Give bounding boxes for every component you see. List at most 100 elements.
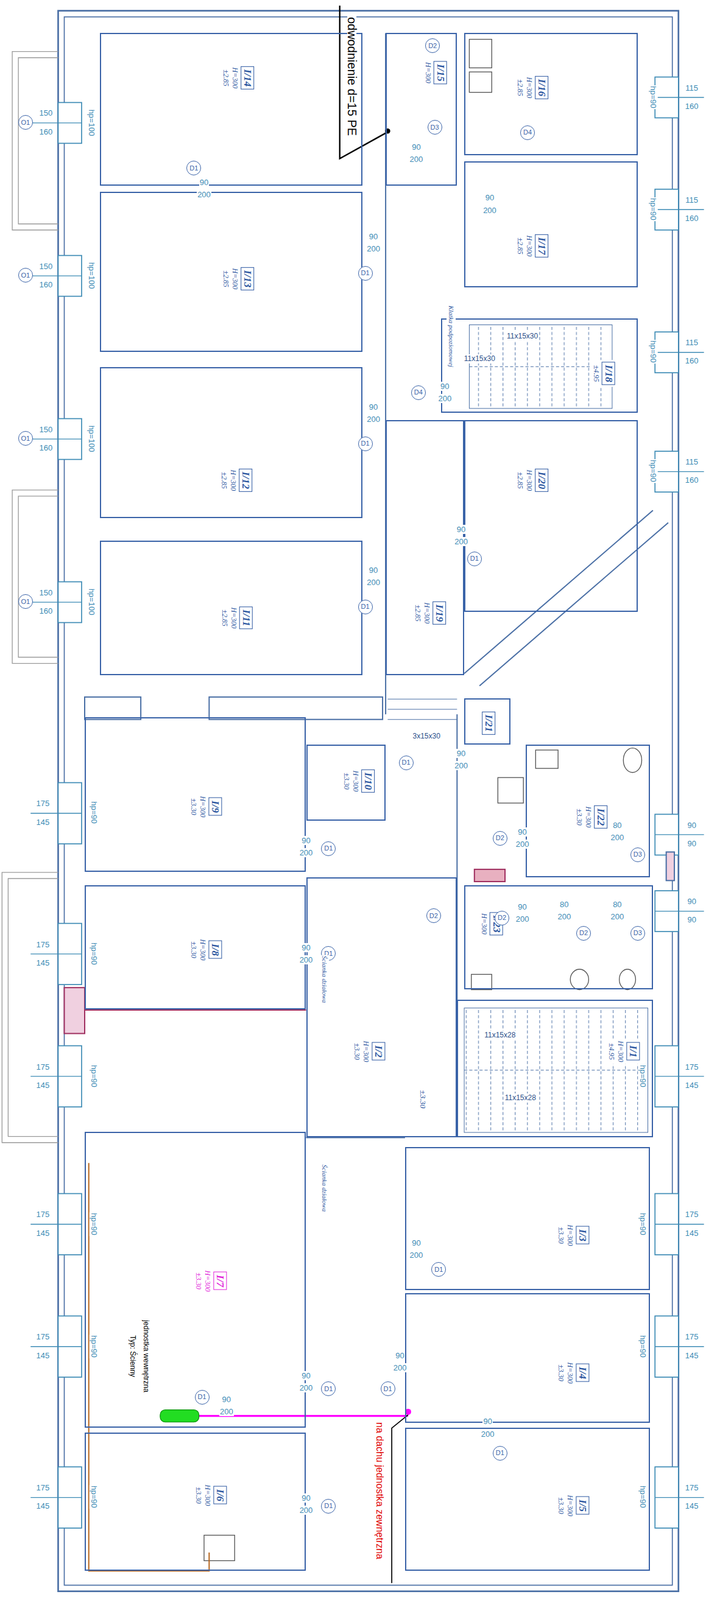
dimension: 175 [35, 1483, 50, 1494]
balconies [1, 51, 58, 1144]
dimension: 90 [456, 749, 466, 759]
room-data: H=300 [479, 913, 489, 936]
room-data: ±4.95 [607, 1043, 617, 1061]
sill-height: hp=100 [87, 587, 97, 616]
dimension: 145 [35, 1351, 50, 1361]
callout-number: D1 [492, 1446, 508, 1462]
room-data: ±3.30 [574, 808, 584, 827]
room: I/4H=300±3.30 [405, 1293, 650, 1424]
dimension: 90 [368, 232, 379, 242]
room-data: H=300 [197, 796, 208, 819]
room: I/14H=300±2.85 [99, 32, 362, 186]
room-number: I/15 [433, 60, 447, 85]
room-data: ±3.30 [341, 773, 351, 791]
room-data: H=300 [524, 235, 534, 258]
room-label: I/9H=300±3.30 [188, 794, 223, 820]
room-label: I/6H=300±3.30 [193, 1483, 228, 1509]
dimension: 90 [300, 1371, 311, 1381]
dimension: 200 [299, 1383, 314, 1394]
dimension: 90 [411, 142, 421, 152]
room: I/10H=300±3.30 [306, 744, 387, 822]
room-data: H=300 [565, 1362, 575, 1384]
dimension: 160 [38, 443, 54, 453]
callout-number: D1 [321, 1499, 336, 1515]
wall-note: Ścianka działowa [319, 1164, 329, 1213]
dimension: 200 [453, 761, 469, 771]
room: I/20H=300±2.85 [464, 420, 638, 613]
dimension: 145 [35, 1502, 50, 1512]
room: I/9H=300±3.30 [84, 717, 306, 873]
sill-height: hp=90 [638, 1486, 648, 1511]
room-data: H=300 [422, 62, 432, 84]
dimension: 200 [556, 912, 572, 922]
room-data: H=300 [524, 77, 534, 99]
dimension: 200 [366, 414, 381, 424]
sill-height: hp=90 [648, 340, 658, 365]
room-label: I/8H=300±3.30 [188, 937, 223, 963]
room-data: H=300 [565, 1495, 575, 1517]
room-data: H=300 [422, 603, 432, 625]
dimension: 90 [300, 836, 311, 846]
dimension: 200 [392, 1363, 408, 1374]
dimension: 175 [684, 1332, 700, 1342]
stairs [387, 325, 648, 1134]
sanitary-fixtures [204, 39, 643, 1562]
room-data: H=300 [230, 67, 241, 89]
sill-height: hp=90 [638, 1212, 648, 1237]
dimension: 80 [612, 821, 622, 831]
room-number: I/8 [208, 941, 222, 960]
room-label: I/15H=300 [422, 59, 448, 86]
callout-number: O1 [18, 115, 33, 130]
room-data: ±2.85 [221, 69, 231, 87]
room-number: I/17 [534, 234, 549, 258]
room-number: I/5 [575, 1497, 590, 1516]
dimension: 200 [480, 1430, 496, 1440]
sill-height: hp=90 [89, 1335, 99, 1360]
room: I/18±4.95 [441, 318, 638, 414]
room: I/12H=300±2.85 [99, 367, 362, 519]
dimension: 90 [439, 381, 450, 392]
room-label: I/14H=300±2.85 [221, 63, 256, 91]
dimension: 160 [684, 475, 700, 485]
dimension: 175 [35, 1210, 50, 1220]
room-data: ±2.85 [221, 270, 231, 288]
room-data: H=300 [565, 1224, 575, 1247]
dimension: 145 [35, 1229, 50, 1239]
room-label: I/11H=300±2.85 [218, 605, 253, 632]
dimension: 150 [38, 425, 54, 435]
dimension: 90 [686, 839, 697, 849]
dimension: 160 [684, 356, 700, 366]
room-data: ±2.85 [219, 472, 229, 490]
room-data: ±3.30 [193, 1273, 203, 1291]
dimension: 80 [612, 900, 622, 910]
room: I/17H=300±2.85 [464, 161, 638, 289]
dimension: 200 [196, 190, 212, 200]
room-label: I/19H=300±2.85 [412, 600, 447, 627]
room-number: I/11 [238, 607, 253, 630]
room-data: ±3.30 [352, 1043, 362, 1061]
dimension: 90 [411, 1239, 421, 1249]
dimension: 90 [686, 821, 697, 831]
room-number: I/9 [208, 797, 222, 817]
sill-height: hp=90 [89, 801, 99, 826]
dimension: 90 [686, 915, 697, 925]
sill-height: hp=90 [638, 1064, 648, 1089]
stair-dimension: 11x15x30 [463, 354, 496, 364]
windows [57, 77, 678, 1529]
dimension: 175 [35, 1062, 50, 1073]
callout-number: D1 [431, 1262, 446, 1278]
room-data: ±3.30 [188, 798, 198, 816]
wall-note: Klatka podpoziomowej [446, 305, 456, 368]
room-label: I/12H=300±2.85 [218, 467, 253, 495]
dimension: 160 [684, 213, 700, 223]
dimension: 90 [517, 827, 527, 837]
dimension: 200 [366, 578, 381, 588]
room-label: I/20H=300±2.85 [514, 467, 549, 495]
dimension: 200 [610, 912, 625, 922]
unit-callout: na dachu jednostka zewnętrzna [375, 1421, 385, 1562]
stair-dimension: 3x15x30 [411, 732, 441, 742]
callout-number: D1 [358, 266, 373, 281]
room-data: ±3.30 [193, 1487, 203, 1505]
